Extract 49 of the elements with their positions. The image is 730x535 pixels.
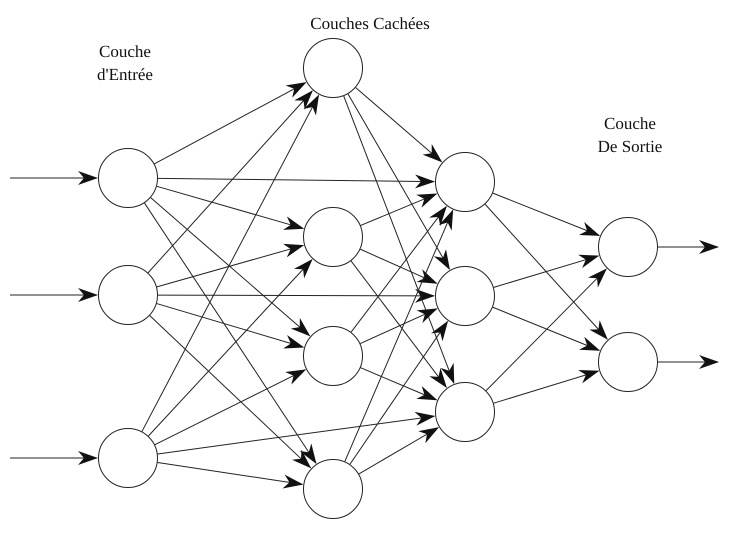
arrow bbox=[156, 186, 304, 230]
arrow bbox=[349, 320, 448, 465]
arrow bbox=[350, 206, 447, 333]
arrow bbox=[492, 192, 600, 236]
neuron-circle bbox=[303, 38, 363, 98]
arrow bbox=[148, 259, 313, 436]
arrow bbox=[149, 315, 312, 468]
arrow bbox=[355, 87, 442, 162]
arrow bbox=[154, 82, 307, 164]
arrow bbox=[148, 90, 313, 274]
arrow bbox=[350, 260, 447, 388]
arrow bbox=[158, 174, 435, 188]
arrow bbox=[360, 308, 438, 344]
arrow bbox=[360, 193, 438, 226]
arrow bbox=[360, 248, 438, 284]
arrow bbox=[157, 412, 436, 454]
arrow bbox=[10, 451, 98, 465]
arrow bbox=[493, 254, 600, 288]
arrow bbox=[493, 370, 600, 404]
layer-label: Couches Cachées bbox=[309, 13, 431, 35]
arrow bbox=[658, 355, 719, 369]
arrow bbox=[358, 427, 440, 474]
arrow bbox=[486, 268, 607, 392]
arrow bbox=[658, 240, 719, 254]
neuron-circle bbox=[303, 207, 363, 267]
arrow bbox=[144, 202, 316, 464]
neuron-circle bbox=[435, 152, 495, 212]
arrow bbox=[484, 204, 608, 340]
neuron-circle bbox=[435, 266, 495, 326]
layer-label: Couche d'Entrée bbox=[96, 41, 154, 86]
arrow bbox=[10, 171, 98, 185]
arrow bbox=[10, 288, 98, 302]
neuron-circle bbox=[98, 265, 158, 325]
arrow bbox=[360, 367, 438, 400]
arrow bbox=[343, 96, 454, 384]
arrow bbox=[156, 244, 304, 288]
arrow bbox=[150, 197, 310, 336]
arrow bbox=[157, 462, 304, 488]
arrow bbox=[158, 288, 435, 303]
neuron-circle bbox=[303, 459, 363, 519]
arrow bbox=[348, 93, 450, 270]
arrow bbox=[141, 94, 320, 432]
arrow bbox=[492, 306, 600, 351]
neuron-circle bbox=[303, 326, 363, 386]
layer-label: Couche De Sortie bbox=[596, 113, 664, 158]
neuron-circle bbox=[435, 382, 495, 442]
arrow bbox=[154, 369, 306, 446]
arrow bbox=[344, 210, 454, 462]
arrow bbox=[156, 303, 304, 348]
